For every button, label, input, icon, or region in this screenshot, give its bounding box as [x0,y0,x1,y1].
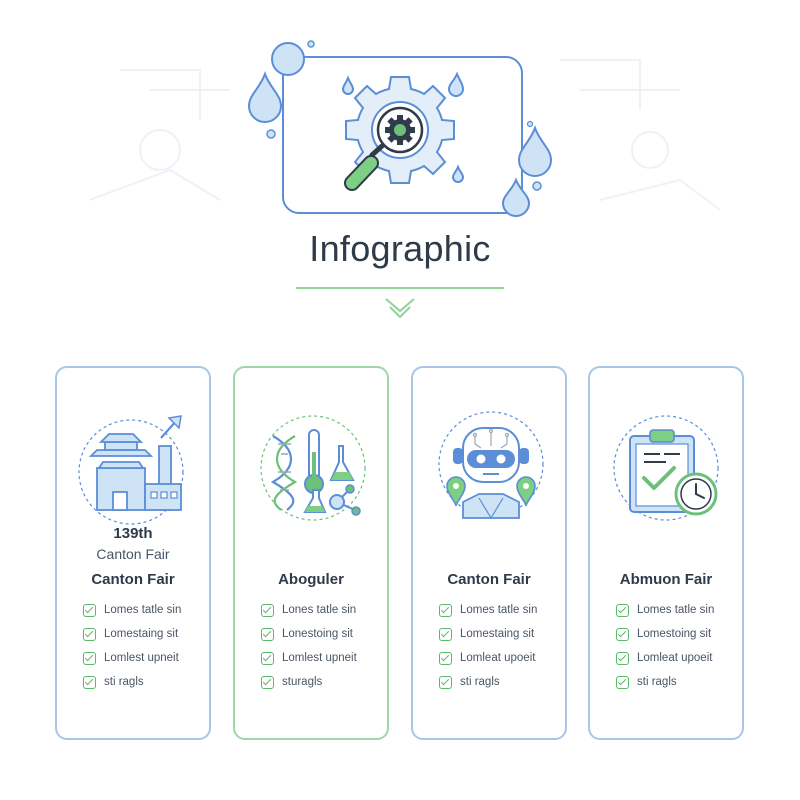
magnifier-handle-icon [344,143,385,191]
check-icon [83,627,96,641]
checklist-item-label: Lomleat upoeit [460,652,536,664]
checklist: Lomes tatle sin Lomestoing sit Lomleat u… [616,598,714,694]
checklist-item-label: Lones tatle sin [282,604,357,616]
checklist-item: Lomestoing sit [616,622,714,646]
check-icon [83,603,96,617]
hero-illustration [89,40,721,217]
checklist-item: Lomleat upoeit [439,646,537,670]
checklist-item: Lomestaing sit [83,622,181,646]
page-title: Infographic [309,228,491,269]
check-icon [616,651,629,665]
check-icon [261,603,274,617]
checklist-item-label: sti ragls [104,676,144,688]
checklist-item-label: Lomestaing sit [104,628,179,640]
card-aboguler[interactable]: Aboguler Lones tatle sin Lonestoing sit … [233,366,389,740]
checklist-item: sti ragls [83,670,181,694]
checklist: Lones tatle sin Lonestoing sit Lomlest u… [261,598,357,694]
checklist-item-label: sti ragls [637,676,677,688]
check-icon [439,651,452,665]
card-canton-fair-robot[interactable]: Canton Fair Lomes tatle sin Lomestaing s… [411,366,567,740]
checklist-item: Lomestaing sit [439,622,537,646]
hero-section [0,0,800,330]
checklist-item: Lonestoing sit [261,622,357,646]
check-icon [439,627,452,641]
card-subtitle-secondary: Canton Fair [96,546,170,562]
checklist-item-label: Lomestoing sit [637,628,712,640]
checklist-item-label: Lomes tatle sin [104,604,182,616]
checklist-item-label: Lomes tatle sin [460,604,538,616]
check-icon [616,627,629,641]
checklist: Lomes tatle sin Lomestaing sit Lomlest u… [83,598,181,694]
title-divider [296,287,504,289]
clipboard-clock-icon [613,415,719,521]
card-heading: Abmuon Fair [619,571,713,588]
check-icon [261,651,274,665]
check-icon [83,651,96,665]
checklist-item: Lomleat upoeit [616,646,714,670]
science-dna-icon [260,415,366,521]
checklist-item: Lomlest upneit [83,646,181,670]
bubble-icon [271,42,305,76]
checklist-item: sturagls [261,670,357,694]
card-abmuon-fair[interactable]: Abmuon Fair Lomes tatle sin Lomestoing s… [588,366,744,740]
check-icon [616,603,629,617]
checklist-item-label: sturagls [282,676,323,688]
factory-building-icon [78,415,184,525]
checklist-item-label: sti ragls [460,676,500,688]
check-icon [83,675,96,689]
card-canton-fair[interactable]: 139th Canton Fair Canton Fair Lomes tatl… [55,366,211,740]
card-heading: Canton Fair [91,571,175,588]
checklist-item-label: Lomestaing sit [460,628,535,640]
checklist-item: Lones tatle sin [261,598,357,622]
checklist: Lomes tatle sin Lomestaing sit Lomleat u… [439,598,537,694]
robot-location-icon [438,411,544,519]
checklist-item: Lomes tatle sin [83,598,181,622]
checklist-item: Lomes tatle sin [439,598,537,622]
check-icon [439,675,452,689]
droplet-icons [247,71,553,217]
card-heading: Aboguler [278,571,344,588]
checklist-item-label: Lomlest upneit [104,652,179,664]
check-icon [261,675,274,689]
check-icon [439,603,452,617]
checklist-item-label: Lonestoing sit [282,628,353,640]
check-icon [261,627,274,641]
checklist-item: sti ragls [616,670,714,694]
checklist-item-label: Lomleat upoeit [637,652,713,664]
checklist-item: sti ragls [439,670,537,694]
card-subtitle: 139th [113,525,153,542]
checklist-item: Lomes tatle sin [616,598,714,622]
checklist-item: Lomlest upneit [261,646,357,670]
chevron-down-icon[interactable] [383,295,417,321]
card-heading: Canton Fair [447,571,531,588]
checklist-item-label: Lomes tatle sin [637,604,715,616]
check-icon [616,675,629,689]
checklist-item-label: Lomlest upneit [282,652,357,664]
